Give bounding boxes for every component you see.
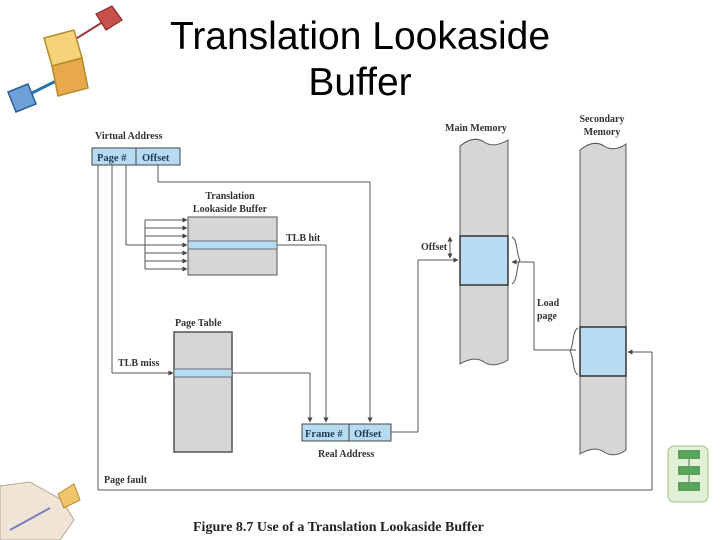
main-memory [459, 138, 509, 366]
page-table-label: Page Table [175, 318, 222, 329]
tlb-miss-label: TLB miss [118, 358, 160, 369]
main-memory-brace [511, 236, 521, 285]
load-page-label-line-2: page [537, 311, 558, 322]
connector-lines [97, 165, 653, 491]
memory-offset-label: Offset [421, 242, 448, 253]
load-page-label-line-1: Load [537, 298, 560, 309]
page-fault-label: Page fault [104, 475, 148, 486]
title-line-2: Buffer [308, 61, 412, 104]
main-memory-label: Main Memory [445, 123, 507, 134]
secondary-memory [579, 142, 627, 456]
offset-field: Offset [142, 153, 170, 164]
tlb-label-line-2: Lookaside Buffer [193, 204, 268, 215]
virtual-address-label: Virtual Address [95, 131, 163, 142]
real-address-box: Frame # Offset [301, 423, 392, 442]
secondary-memory-brace [569, 327, 579, 376]
tlb-table [187, 216, 278, 276]
decorative-cube-clipart [7, 5, 123, 113]
figure-caption: Figure 8.7 Use of a Translation Lookasid… [193, 520, 484, 535]
virtual-address-box: Page # Offset [91, 147, 181, 166]
secondary-memory-label-line-2: Memory [584, 127, 621, 138]
page-number-field: Page # [97, 153, 127, 164]
frame-number-field: Frame # [305, 429, 343, 440]
slide-title: Translation Lookaside Buffer [120, 14, 600, 106]
decorative-flowchart-clipart [667, 445, 709, 503]
title-line-1: Translation Lookaside [169, 15, 551, 58]
decorative-hand-clipart [0, 481, 81, 540]
secondary-memory-label-line-1: Secondary [580, 114, 625, 125]
tlb-label-line-1: Translation [205, 191, 255, 202]
real-address-label: Real Address [318, 449, 374, 460]
page-table [173, 331, 233, 453]
tlb-hit-label: TLB hit [286, 233, 321, 244]
real-offset-field: Offset [354, 429, 382, 440]
